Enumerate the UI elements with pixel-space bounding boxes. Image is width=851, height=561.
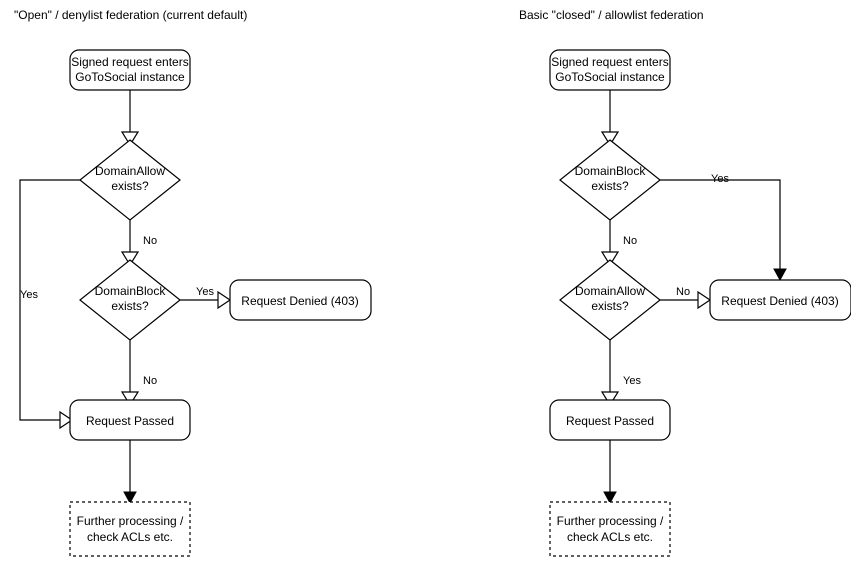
- node-entry-left-line2: GoToSocial instance: [75, 70, 185, 84]
- node-entry-right[interactable]: Signed request enters GoToSocial instanc…: [549, 49, 671, 91]
- node-further-left[interactable]: Further processing / check ACLs etc.: [69, 501, 191, 557]
- node-domainblock-left-line2: exists?: [111, 299, 149, 313]
- node-domainallow-left[interactable]: DomainAllow exists?: [79, 139, 181, 221]
- node-further-left-line1: Further processing /: [77, 514, 184, 528]
- edge-domainallow-no-left: No: [120, 220, 157, 267]
- node-domainallow-left-line1: DomainAllow: [95, 164, 165, 178]
- node-domainblock-right-line2: exists?: [591, 179, 629, 193]
- node-denied-left[interactable]: Request Denied (403): [229, 279, 372, 321]
- node-denied-right-shape[interactable]: [709, 279, 851, 321]
- edge-label-domainblock-yes-left: Yes: [196, 286, 214, 298]
- node-passed-right-label: Request Passed: [566, 414, 654, 428]
- edge-label-domainblock-no-right: No: [623, 235, 637, 247]
- node-domainallow-right-line2: exists?: [591, 299, 629, 313]
- arrowhead-filled-icon: [603, 491, 617, 505]
- arrowhead-open-icon: [120, 131, 140, 147]
- node-further-left-shape[interactable]: [69, 501, 191, 557]
- node-further-left-line2: check ACLs etc.: [87, 530, 173, 544]
- node-domainblock-left-line1: DomainBlock: [95, 284, 167, 298]
- edge-passed-to-further-left: [123, 440, 137, 505]
- edge-label-domainallow-no-right: No: [676, 286, 690, 298]
- edge-label-domainallow-yes-left: Yes: [20, 289, 38, 301]
- edge-domainblock-no-left: No: [120, 340, 157, 407]
- edge-domainblock-yes-right-line: [660, 179, 781, 272]
- arrowhead-open-icon: [120, 391, 140, 407]
- edge-domainblock-yes-right: Yes: [660, 173, 787, 282]
- node-denied-left-shape[interactable]: [229, 279, 372, 321]
- node-entry-right-line2: GoToSocial instance: [555, 70, 665, 84]
- edge-label-domainblock-no-left: No: [143, 375, 157, 387]
- edge-domainblock-no-right: No: [600, 220, 637, 267]
- node-denied-right-label: Request Denied (403): [721, 294, 838, 308]
- edge-entry-to-domainallow-left: [120, 90, 140, 147]
- edge-entry-to-domainblock-right: [600, 90, 620, 147]
- node-further-right-shape[interactable]: [549, 501, 671, 557]
- node-domainallow-right-line1: DomainAllow: [575, 284, 645, 298]
- node-domainallow-left-line2: exists?: [111, 179, 149, 193]
- node-further-right-line2: check ACLs etc.: [567, 530, 653, 544]
- node-domainblock-right[interactable]: DomainBlock exists?: [559, 139, 661, 221]
- arrowhead-open-icon: [600, 131, 620, 147]
- edge-domainblock-yes-left: Yes: [180, 286, 232, 310]
- panel-closed-allowlist: Basic "closed" / allowlist federation Si…: [519, 8, 851, 557]
- node-denied-right[interactable]: Request Denied (403): [709, 279, 851, 321]
- node-passed-right[interactable]: Request Passed: [549, 399, 671, 441]
- node-passed-left[interactable]: Request Passed: [69, 399, 191, 441]
- edge-domainallow-yes-left-line: [19, 179, 80, 421]
- panel-title-open-denylist: "Open" / denylist federation (current de…: [14, 8, 247, 22]
- arrowhead-open-icon: [59, 410, 74, 430]
- edge-label-domainallow-yes-right: Yes: [623, 375, 641, 387]
- edge-domainallow-yes-left: Yes: [19, 179, 80, 430]
- edge-passed-to-further-right: [603, 440, 617, 505]
- node-further-right[interactable]: Further processing / check ACLs etc.: [549, 501, 671, 557]
- node-further-right-line1: Further processing /: [557, 514, 664, 528]
- node-entry-left[interactable]: Signed request enters GoToSocial instanc…: [69, 49, 191, 91]
- node-entry-right-line1: Signed request enters: [551, 55, 668, 69]
- arrowhead-filled-icon: [773, 268, 787, 282]
- arrowhead-open-icon: [120, 251, 140, 267]
- edge-domainallow-yes-right: Yes: [600, 340, 641, 407]
- node-entry-left-line1: Signed request enters: [71, 55, 188, 69]
- edge-label-domainallow-no-left: No: [143, 235, 157, 247]
- arrowhead-open-icon: [600, 391, 620, 407]
- node-passed-left-label: Request Passed: [86, 414, 174, 428]
- panel-open-denylist: "Open" / denylist federation (current de…: [14, 8, 372, 557]
- node-domainblock-left[interactable]: DomainBlock exists?: [79, 259, 181, 341]
- arrowhead-open-icon: [600, 251, 620, 267]
- edge-label-domainblock-yes-right: Yes: [711, 173, 729, 185]
- node-domainallow-right[interactable]: DomainAllow exists?: [559, 259, 661, 341]
- panel-title-closed-allowlist: Basic "closed" / allowlist federation: [519, 8, 704, 22]
- arrowhead-filled-icon: [123, 491, 137, 505]
- node-denied-left-label: Request Denied (403): [241, 294, 358, 308]
- arrowhead-open-icon: [697, 290, 712, 310]
- edge-domainallow-no-right: No: [660, 286, 712, 310]
- node-domainblock-right-line1: DomainBlock: [575, 164, 647, 178]
- arrowhead-open-icon: [217, 290, 232, 310]
